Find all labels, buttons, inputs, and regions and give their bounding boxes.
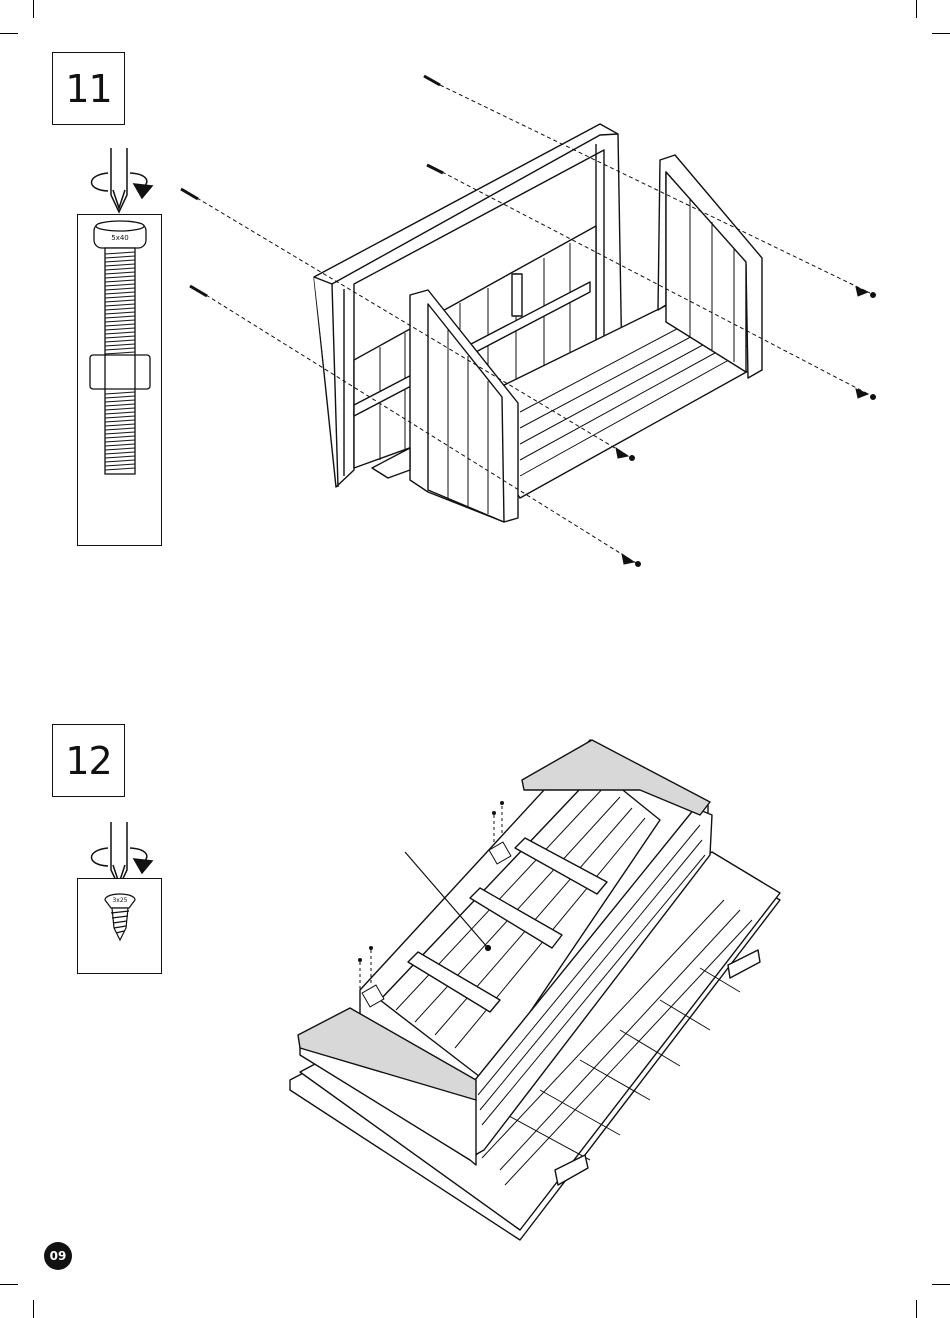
step-number: 12 — [65, 739, 111, 783]
crop-mark — [916, 0, 917, 18]
crop-mark — [932, 33, 950, 34]
step-number-box: 11 — [52, 52, 125, 125]
crop-mark — [0, 1284, 18, 1285]
crop-mark — [33, 0, 34, 18]
page-number: 09 — [50, 1249, 67, 1263]
crop-mark — [916, 1300, 917, 1318]
step-number: 11 — [65, 67, 111, 111]
hardware-box — [77, 878, 162, 974]
hardware-box — [77, 214, 162, 546]
crop-mark — [33, 1300, 34, 1318]
page-number-badge: 09 — [44, 1242, 72, 1270]
step-number-box: 12 — [52, 724, 125, 797]
crop-mark — [932, 1284, 950, 1285]
crop-mark — [0, 33, 18, 34]
